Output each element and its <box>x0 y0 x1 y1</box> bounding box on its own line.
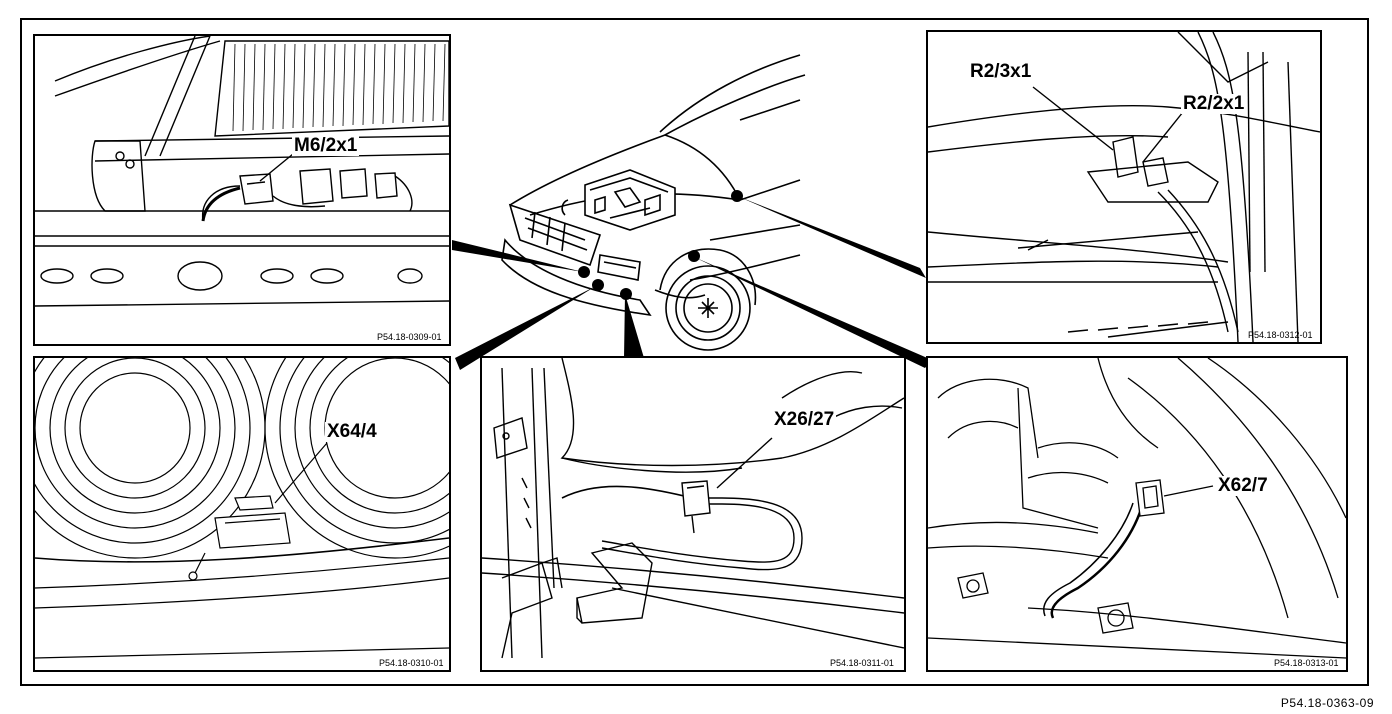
callout-wedge-r2 <box>737 196 926 278</box>
panel-x26-27: X26/27 P54.18-0311-01 <box>480 356 906 672</box>
car-illustration <box>501 54 806 351</box>
diagram-frame <box>20 18 1369 686</box>
panel-x62-7: X62/7 P54.18-0313-01 <box>926 356 1348 672</box>
ref-x26: P54.18-0311-01 <box>830 658 894 668</box>
panel-x64-drawing <box>35 358 449 659</box>
callout-wedge-m6 <box>452 240 583 272</box>
figure-number: P54.18-0363-09 <box>1280 696 1374 710</box>
label-r2-3x1: R2/3x1 <box>968 61 1034 82</box>
label-x26-27: X26/27 <box>772 409 837 430</box>
callout-wedge-x26 <box>624 294 644 358</box>
ref-r2: P54.18-0312-01 <box>1248 330 1313 340</box>
callout-wedge-x64 <box>455 286 596 370</box>
panel-x26-drawing <box>482 358 904 659</box>
panel-r2: R2/3x1 R2/2x1 P54.18-0312-01 <box>926 30 1322 344</box>
label-x64-4: X64/4 <box>325 421 379 442</box>
ref-x62: P54.18-0313-01 <box>1274 658 1339 668</box>
label-m6-2x1: M6/2x1 <box>292 135 360 156</box>
panel-x64-4: X64/4 P54.18-0310-01 <box>33 356 451 672</box>
panel-m6-2x1: M6/2x1 P54.18-0309-01 <box>33 34 451 346</box>
panel-x62-drawing <box>928 358 1346 659</box>
ref-x64: P54.18-0310-01 <box>379 658 444 668</box>
ref-m6: P54.18-0309-01 <box>377 332 442 342</box>
panel-m6-drawing <box>35 36 449 307</box>
label-x62-7: X62/7 <box>1216 475 1270 496</box>
label-r2-2x1: R2/2x1 <box>1181 93 1247 114</box>
panel-r2-drawing <box>928 32 1320 342</box>
